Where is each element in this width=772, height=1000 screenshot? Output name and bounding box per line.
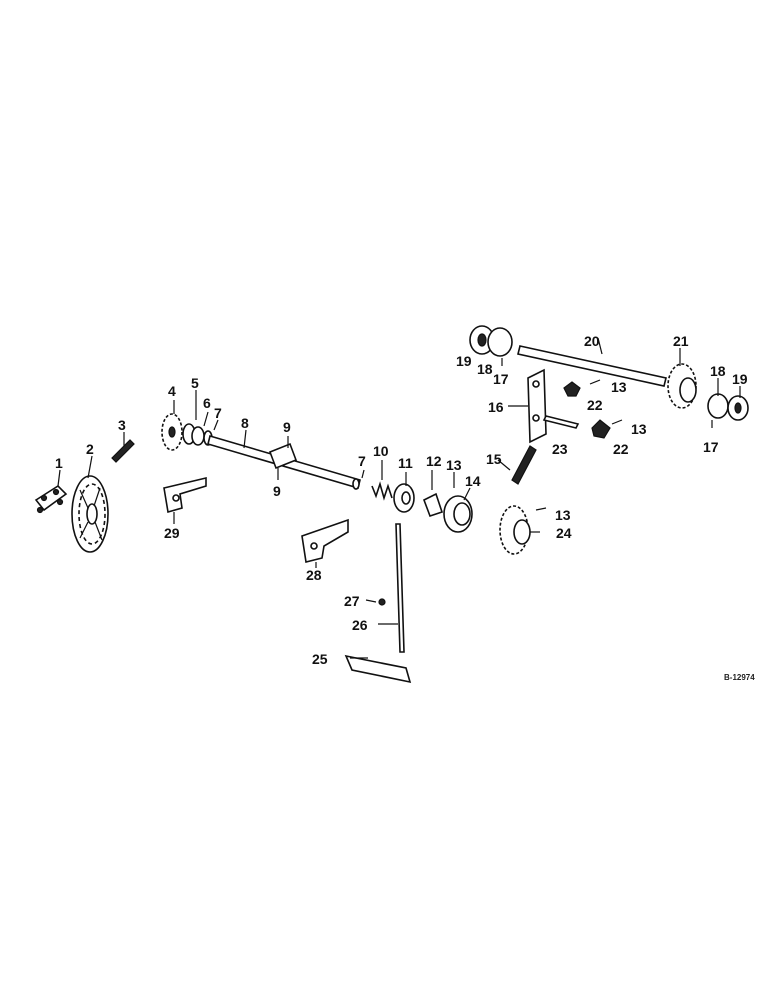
part-hub-collar xyxy=(182,423,213,446)
callout-29: 29 xyxy=(164,525,180,541)
callout-16: 16 xyxy=(488,399,504,415)
part-pin-23 xyxy=(542,415,580,429)
part-small-pins xyxy=(501,358,713,511)
callout-19-right: 19 xyxy=(732,371,748,387)
callout-6: 6 xyxy=(203,395,211,411)
part-clutch-collar xyxy=(393,483,415,513)
callout-23: 23 xyxy=(552,441,568,457)
part-bracket-29 xyxy=(163,476,207,514)
callout-22-upper: 22 xyxy=(587,397,603,413)
part-chain-segment xyxy=(111,439,135,463)
callout-19-left: 19 xyxy=(456,353,472,369)
part-spring xyxy=(371,481,393,501)
part-small-sprocket xyxy=(161,413,183,451)
callout-8: 8 xyxy=(241,415,249,431)
part-sprocket-24 xyxy=(499,505,531,555)
callout-28: 28 xyxy=(306,567,322,583)
callout-20: 20 xyxy=(584,333,600,349)
part-clutch-dog xyxy=(422,492,444,518)
callout-5: 5 xyxy=(191,375,199,391)
part-knob-upper xyxy=(563,381,581,397)
callout-26: 26 xyxy=(352,617,368,633)
part-shaft-clamp xyxy=(268,442,298,470)
callout-27: 27 xyxy=(344,593,360,609)
callout-1: 1 xyxy=(55,455,63,471)
part-set-screw xyxy=(378,598,386,606)
callout-7-center: 7 xyxy=(358,453,366,469)
callout-4: 4 xyxy=(168,383,176,399)
part-mount-plate xyxy=(527,368,547,444)
callout-25: 25 xyxy=(312,651,328,667)
callout-17-right: 17 xyxy=(703,439,719,455)
callout-14: 14 xyxy=(465,473,481,489)
part-pulley xyxy=(443,495,473,533)
callout-22-lower: 22 xyxy=(613,441,629,457)
part-chain-15 xyxy=(511,445,537,485)
part-large-sprocket xyxy=(71,475,109,553)
callout-9-bottom: 9 xyxy=(273,483,281,499)
part-bearing-right xyxy=(707,393,749,421)
part-sprocket-21 xyxy=(667,363,697,409)
callout-12: 12 xyxy=(426,453,442,469)
callout-11: 11 xyxy=(398,455,413,471)
callout-17-left: 17 xyxy=(493,371,509,387)
part-plate xyxy=(344,654,412,684)
callout-13-right: 13 xyxy=(631,421,647,437)
callout-18-left: 18 xyxy=(477,361,493,377)
callout-7: 7 xyxy=(214,405,222,421)
callout-24: 24 xyxy=(556,525,572,541)
callout-3: 3 xyxy=(118,417,126,433)
part-bearing-left xyxy=(469,325,513,357)
callout-13-center: 13 xyxy=(446,457,462,473)
drawing-number: B-12974 xyxy=(724,673,755,682)
callout-15: 15 xyxy=(486,451,502,467)
callout-labels: 1 2 3 4 5 6 7 8 9 9 7 10 11 12 13 14 15 … xyxy=(55,333,748,667)
callout-10: 10 xyxy=(373,443,389,459)
callout-13-upper: 13 xyxy=(611,379,627,395)
callout-9-top: 9 xyxy=(283,419,291,435)
part-washer-7 xyxy=(352,478,360,490)
callout-2: 2 xyxy=(86,441,94,457)
part-bracket-28 xyxy=(301,518,349,563)
part-knob-lower xyxy=(591,419,611,439)
callout-leaders xyxy=(57,337,741,659)
callout-18-right: 18 xyxy=(710,363,726,379)
part-chain-link xyxy=(34,484,68,514)
callout-21: 21 xyxy=(673,333,689,349)
part-rod xyxy=(395,523,405,653)
part-long-shaft xyxy=(517,345,667,387)
callout-13-lower: 13 xyxy=(555,507,571,523)
